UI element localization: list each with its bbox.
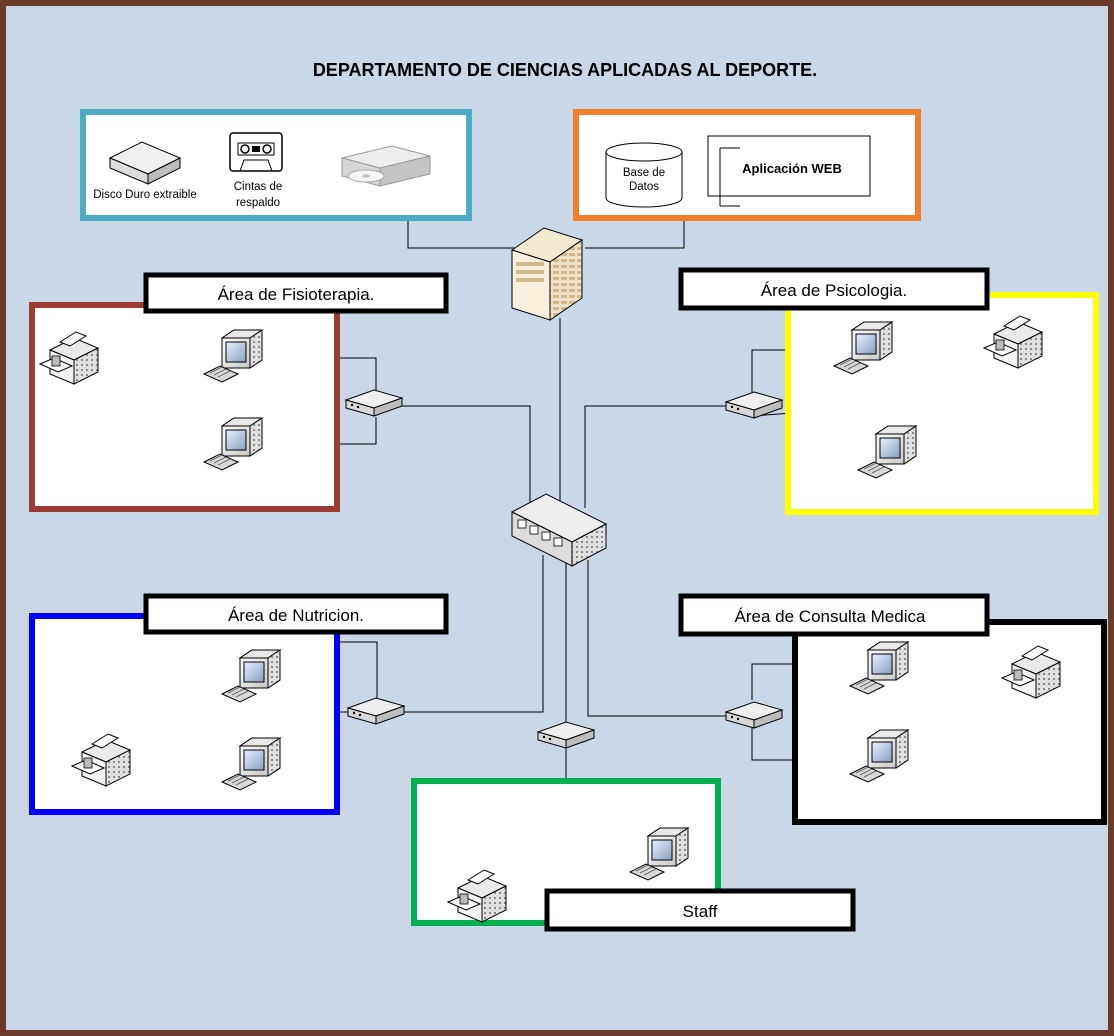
- database-icon: [605, 142, 683, 208]
- area-nutricion-label: Área de Nutricion.: [228, 606, 364, 625]
- database-label-line2: Datos: [629, 181, 659, 193]
- optical-drive-icon: [341, 145, 431, 187]
- area-fisioterapia-label-box: [143, 272, 449, 314]
- area-fisioterapia-label: Área de Fisioterapia.: [218, 285, 375, 304]
- area-fisioterapia-box: [29, 302, 340, 512]
- server-icon: [510, 227, 584, 321]
- web-application-icon: [707, 135, 871, 207]
- area-psicologia-label: Área de Psicologia.: [761, 281, 907, 300]
- area-psicologia-label-box: [678, 267, 990, 311]
- area-staff-label-box: [544, 888, 856, 932]
- backup-tape-label-line2: respaldo: [236, 197, 280, 209]
- web-application-label: Aplicación WEB: [742, 161, 842, 176]
- removable-disk-label: Disco Duro extraible: [93, 189, 197, 201]
- area-staff-label: Staff: [683, 902, 718, 921]
- backup-tape-label-line1: Cintas de: [234, 181, 283, 193]
- removable-disk-icon: [108, 141, 182, 185]
- diagram-title: DEPARTAMENTO DE CIENCIAS APLICADAS AL DE…: [313, 60, 817, 80]
- area-nutricion-box: [29, 613, 340, 815]
- database-label-line1: Base de: [623, 167, 665, 179]
- area-consulta-label: Área de Consulta Medica: [735, 607, 926, 626]
- area-consulta-label-box: [678, 593, 990, 637]
- main-switch-icon: [510, 493, 608, 567]
- backup-tape-icon: [229, 132, 283, 172]
- area-consulta-box: [792, 619, 1107, 825]
- area-nutricion-label-box: [143, 593, 449, 635]
- area-psicologia-box: [785, 292, 1099, 515]
